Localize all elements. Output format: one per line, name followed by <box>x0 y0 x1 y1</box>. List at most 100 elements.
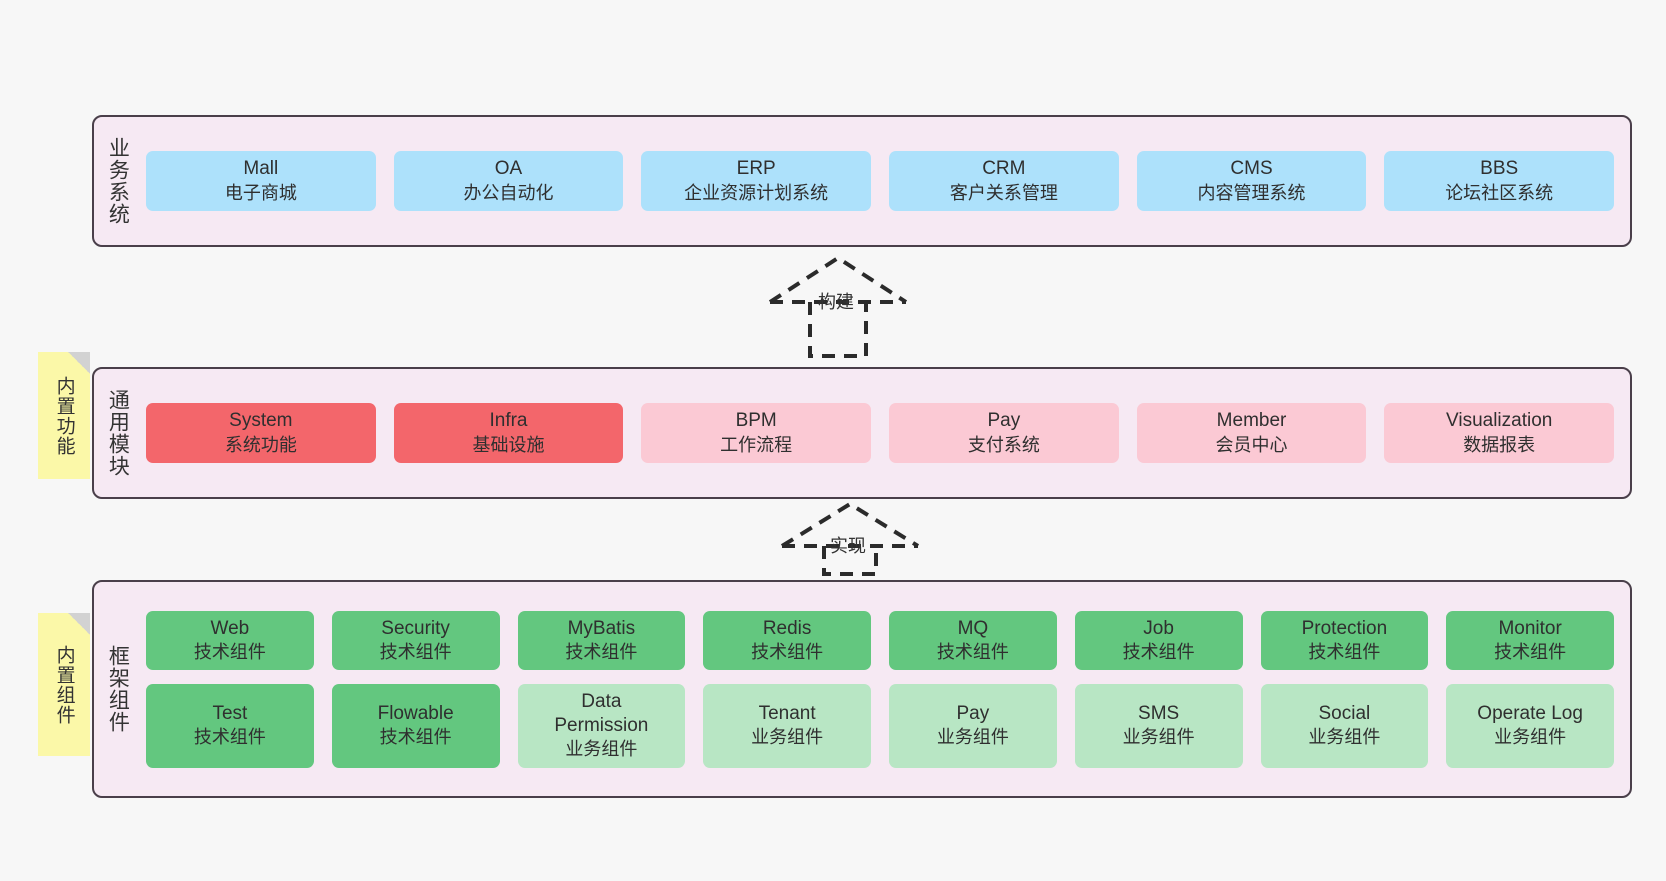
card-subtitle: 办公自动化 <box>463 182 554 203</box>
note-builtin-features: 内置功能 <box>38 352 90 479</box>
connector-implement: 实现 <box>772 500 952 578</box>
card-subtitle: 企业资源计划系统 <box>684 182 829 203</box>
card-title: Flowable <box>377 703 454 724</box>
card-title: Web <box>210 617 250 639</box>
card-subtitle: 系统功能 <box>224 434 297 455</box>
card-system[interactable]: System 系统功能 <box>146 403 376 463</box>
card-title: MyBatis <box>567 617 636 639</box>
layer-business-system: 业务系统 Mall 电子商城 OA 办公自动化 ERP 企业资源计划系统 CRM… <box>92 115 1632 247</box>
card-cms[interactable]: CMS 内容管理系统 <box>1136 151 1367 211</box>
card-title: Protection <box>1301 617 1388 639</box>
card-protection[interactable]: Protection 技术组件 <box>1260 610 1429 670</box>
card-subtitle: 业务组件 <box>565 739 638 760</box>
implement-arrow-icon <box>780 501 920 576</box>
card-redis[interactable]: Redis 技术组件 <box>703 610 871 670</box>
card-title: Redis <box>762 617 812 639</box>
card-member[interactable]: Member 会员中心 <box>1136 403 1367 463</box>
card-job[interactable]: Job 技术组件 <box>1074 610 1243 670</box>
card-sms[interactable]: SMS 业务组件 <box>1074 683 1243 768</box>
card-title: SMS <box>1138 703 1180 724</box>
card-title: Infra <box>489 410 528 432</box>
card-test[interactable]: Test 技术组件 <box>146 683 314 768</box>
card-subtitle: 论坛社区系统 <box>1445 182 1554 203</box>
card-title: Security <box>381 617 450 639</box>
note-text: 内置组件 <box>53 644 75 725</box>
card-subtitle: 技术组件 <box>379 641 452 662</box>
card-title: Pay <box>987 410 1021 432</box>
card-erp[interactable]: ERP 企业资源计划系统 <box>641 151 872 211</box>
card-subtitle: 技术组件 <box>565 641 638 662</box>
card-subtitle: 电子商城 <box>224 182 297 203</box>
connector-build-label: 构建 <box>818 292 854 312</box>
card-row: Mall 电子商城 OA 办公自动化 ERP 企业资源计划系统 CRM 客户关系… <box>146 151 1615 211</box>
card-title: Data Permission <box>554 690 649 737</box>
card-row: System 系统功能 Infra 基础设施 BPM 工作流程 Pay 支付系统… <box>146 403 1615 463</box>
card-subtitle: 技术组件 <box>1308 641 1381 662</box>
card-oa[interactable]: OA 办公自动化 <box>393 151 624 211</box>
card-pay-component[interactable]: Pay 业务组件 <box>889 683 1057 768</box>
card-web[interactable]: Web 技术组件 <box>146 610 314 670</box>
card-subtitle: 技术组件 <box>379 727 452 748</box>
card-title: CMS <box>1230 158 1273 180</box>
layer-label-framework-component: 框架组件 <box>106 645 130 733</box>
card-subtitle: 技术组件 <box>936 641 1009 662</box>
card-data-permission[interactable]: Data Permission 业务组件 <box>517 683 686 768</box>
layer-body-business-system: Mall 电子商城 OA 办公自动化 ERP 企业资源计划系统 CRM 客户关系… <box>140 117 1630 245</box>
card-title: Social <box>1318 703 1371 724</box>
card-subtitle: 业务组件 <box>1494 727 1567 748</box>
card-visualization[interactable]: Visualization 数据报表 <box>1384 403 1615 463</box>
card-subtitle: 技术组件 <box>193 727 266 748</box>
card-bpm[interactable]: BPM 工作流程 <box>641 403 872 463</box>
card-security[interactable]: Security 技术组件 <box>331 610 500 670</box>
card-mall[interactable]: Mall 电子商城 <box>146 151 376 211</box>
card-crm[interactable]: CRM 客户关系管理 <box>889 151 1119 211</box>
note-text: 内置功能 <box>53 375 75 456</box>
layer-body-common-module: System 系统功能 Infra 基础设施 BPM 工作流程 Pay 支付系统… <box>140 369 1630 497</box>
card-title: Operate Log <box>1477 703 1583 724</box>
card-subtitle: 业务组件 <box>751 727 824 748</box>
card-title: CRM <box>982 158 1026 180</box>
card-row: Web 技术组件 Security 技术组件 MyBatis 技术组件 Redi… <box>146 610 1614 670</box>
card-flowable[interactable]: Flowable 技术组件 <box>331 683 500 768</box>
card-subtitle: 内容管理系统 <box>1197 182 1306 203</box>
card-title: ERP <box>736 158 776 180</box>
card-tenant[interactable]: Tenant 业务组件 <box>703 683 871 768</box>
card-title: Member <box>1216 410 1287 432</box>
card-bbs[interactable]: BBS 论坛社区系统 <box>1384 151 1615 211</box>
card-row: Test 技术组件 Flowable 技术组件 Data Permission … <box>146 683 1614 768</box>
card-subtitle: 技术组件 <box>1122 641 1195 662</box>
card-subtitle: 技术组件 <box>751 641 824 662</box>
card-pay-module[interactable]: Pay 支付系统 <box>889 403 1119 463</box>
card-infra[interactable]: Infra 基础设施 <box>393 403 624 463</box>
card-subtitle: 业务组件 <box>1122 727 1195 748</box>
build-arrow-icon <box>768 255 908 358</box>
card-subtitle: 基础设施 <box>472 434 545 455</box>
card-title: Mall <box>243 158 279 180</box>
card-subtitle: 工作流程 <box>720 434 793 455</box>
card-subtitle: 技术组件 <box>193 641 266 662</box>
card-title: MQ <box>957 617 989 639</box>
card-operate-log[interactable]: Operate Log 业务组件 <box>1446 683 1614 768</box>
card-subtitle: 技术组件 <box>1494 641 1567 662</box>
card-title: BPM <box>735 410 777 432</box>
card-social[interactable]: Social 业务组件 <box>1260 683 1429 768</box>
connector-implement-label: 实现 <box>830 536 866 556</box>
connector-build: 构建 <box>760 252 940 360</box>
card-mybatis[interactable]: MyBatis 技术组件 <box>517 610 686 670</box>
card-subtitle: 客户关系管理 <box>949 182 1058 203</box>
card-monitor[interactable]: Monitor 技术组件 <box>1446 610 1614 670</box>
card-subtitle: 会员中心 <box>1215 434 1288 455</box>
card-title: Pay <box>956 703 990 724</box>
note-builtin-components: 内置组件 <box>38 613 90 756</box>
card-title: System <box>229 410 293 432</box>
card-title: BBS <box>1480 158 1519 180</box>
card-title: Job <box>1143 617 1174 639</box>
layer-body-framework-component: Web 技术组件 Security 技术组件 MyBatis 技术组件 Redi… <box>140 582 1630 796</box>
card-subtitle: 支付系统 <box>967 434 1040 455</box>
card-title: OA <box>494 158 523 180</box>
card-subtitle: 业务组件 <box>936 727 1009 748</box>
card-mq[interactable]: MQ 技术组件 <box>889 610 1057 670</box>
card-title: Monitor <box>1498 617 1562 639</box>
card-title: Visualization <box>1446 410 1553 432</box>
card-subtitle: 数据报表 <box>1463 434 1536 455</box>
